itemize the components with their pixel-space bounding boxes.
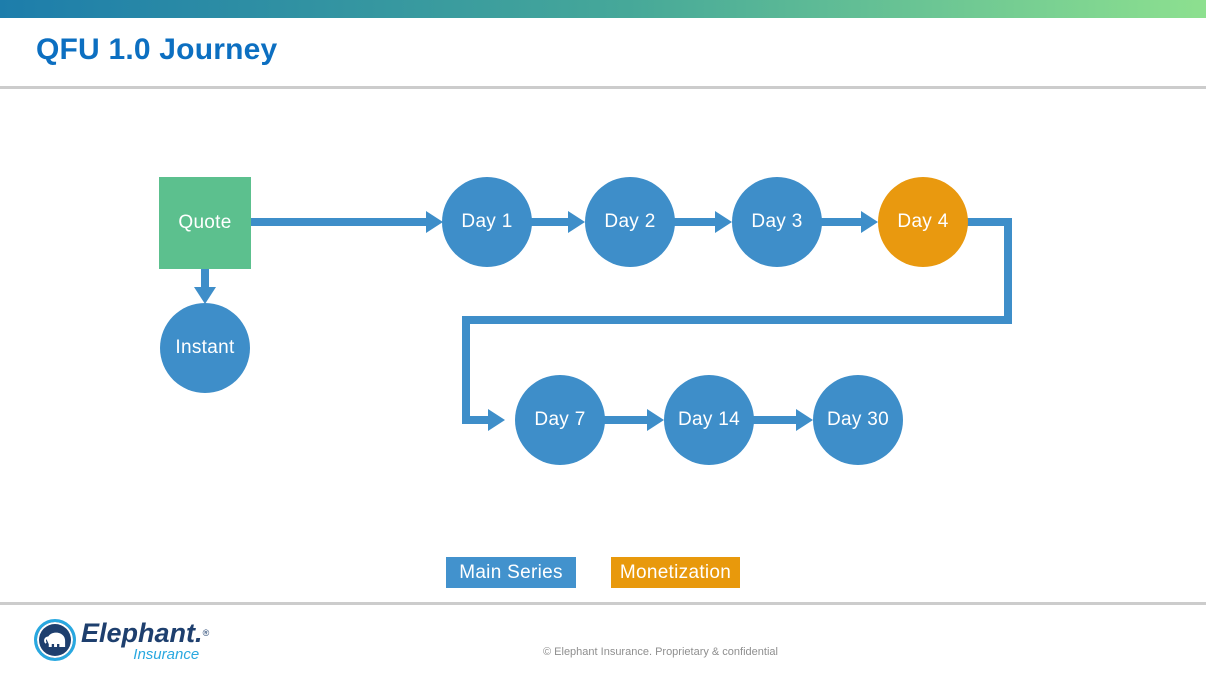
node-quote: Quote (159, 177, 251, 269)
arrowhead-day30 (796, 409, 813, 431)
arrowhead-day1 (426, 211, 443, 233)
connector-day3-day4 (820, 218, 863, 226)
logo-text: Elephant.® Insurance (81, 618, 210, 663)
connector-day2-day3 (673, 218, 717, 226)
company-logo: Elephant.® Insurance (34, 619, 209, 662)
arrowhead-day7 (488, 409, 505, 431)
registered-mark: ® (202, 628, 210, 638)
connector-wrap-seg5 (462, 416, 490, 424)
connector-wrap-seg1 (964, 218, 1012, 226)
logo-subtitle: Insurance (133, 646, 200, 663)
connector-day1-day2 (530, 218, 570, 226)
node-day3: Day 3 (732, 177, 822, 267)
copyright-text: © Elephant Insurance. Proprietary & conf… (543, 646, 778, 658)
arrowhead-day14 (647, 409, 664, 431)
top-gradient-bar (0, 0, 1206, 18)
node-day30: Day 30 (813, 375, 903, 465)
node-day4: Day 4 (878, 177, 968, 267)
connector-wrap-seg3 (462, 316, 1012, 324)
arrowhead-instant (194, 287, 216, 304)
connector-wrap-seg2 (1004, 218, 1012, 324)
connector-wrap-seg4 (462, 316, 470, 424)
legend-main-series: Main Series (446, 557, 576, 588)
arrowhead-day4 (861, 211, 878, 233)
connector-day14-day30 (752, 416, 798, 424)
legend-monetization: Monetization (611, 557, 740, 588)
footer-divider (0, 602, 1206, 605)
connector-quote-day1 (249, 218, 426, 226)
arrowhead-day2 (568, 211, 585, 233)
page-title: QFU 1.0 Journey (36, 33, 278, 66)
node-instant: Instant (160, 303, 250, 393)
logo-name: Elephant.® (81, 618, 210, 648)
elephant-icon (34, 619, 76, 661)
connector-quote-instant (201, 267, 209, 289)
arrowhead-day3 (715, 211, 732, 233)
node-day14: Day 14 (664, 375, 754, 465)
node-day2: Day 2 (585, 177, 675, 267)
connector-day7-day14 (603, 416, 649, 424)
title-divider (0, 86, 1206, 89)
node-day1: Day 1 (442, 177, 532, 267)
node-day7: Day 7 (515, 375, 605, 465)
